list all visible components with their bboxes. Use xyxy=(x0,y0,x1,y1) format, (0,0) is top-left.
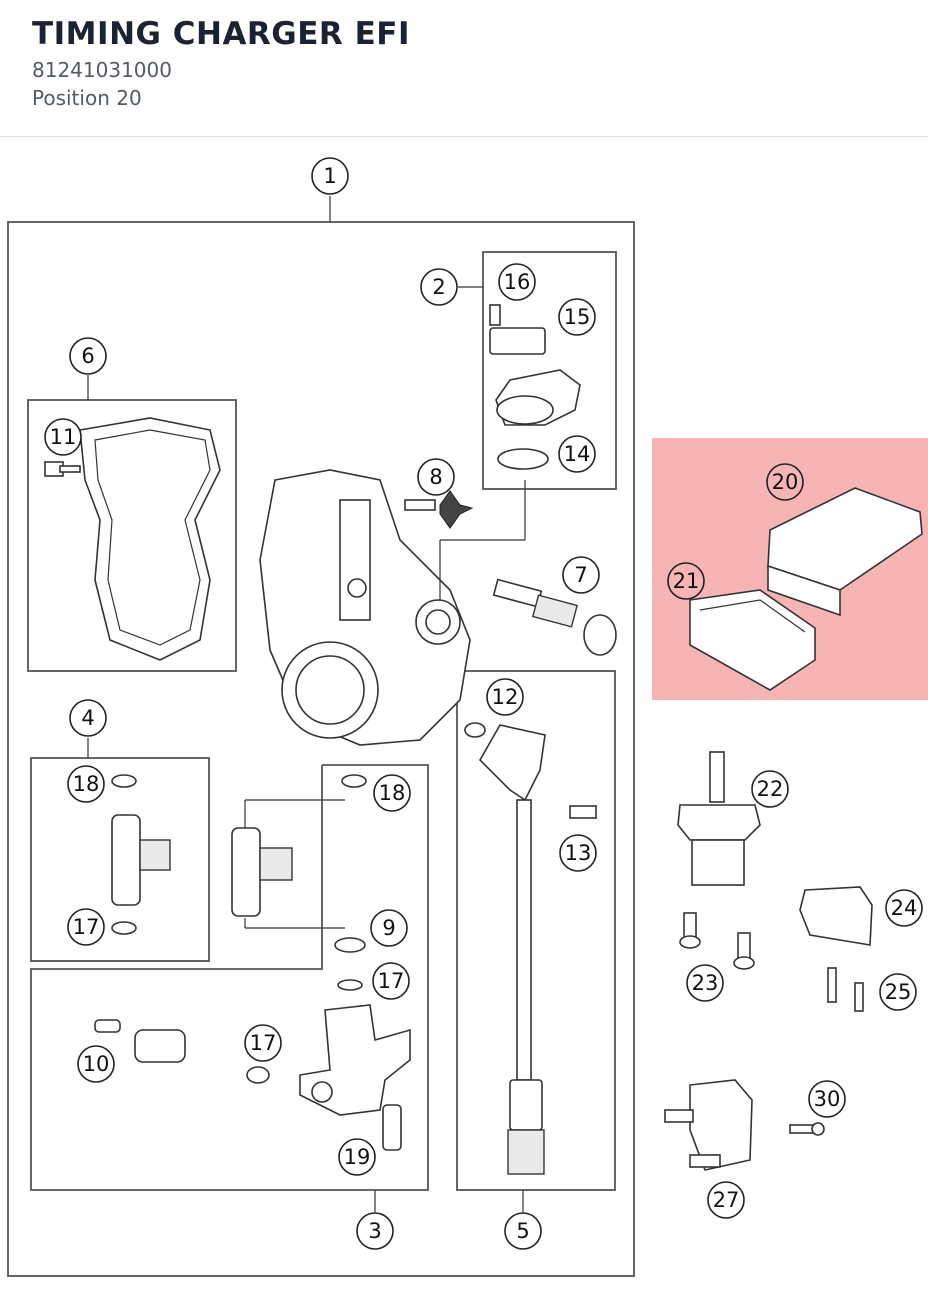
svg-text:20: 20 xyxy=(772,470,799,494)
switch-27 xyxy=(664,1079,753,1171)
callout-14[interactable]: 14 xyxy=(558,435,596,473)
callout-17-left[interactable]: 17 xyxy=(67,908,105,946)
ecu-cover-21[interactable] xyxy=(689,589,816,691)
callout-18-left[interactable]: 18 xyxy=(67,765,105,803)
svg-text:17: 17 xyxy=(73,915,100,939)
callout-5[interactable]: 5 xyxy=(504,1212,542,1250)
callout-11[interactable]: 11 xyxy=(44,418,82,456)
assembly-frame-6 xyxy=(27,399,237,672)
svg-text:8: 8 xyxy=(429,465,442,489)
svg-text:6: 6 xyxy=(81,344,94,368)
injector-assembly-4 xyxy=(111,774,171,935)
throttle-cover xyxy=(44,417,221,661)
position-label: Position 20 xyxy=(32,86,142,110)
svg-text:1: 1 xyxy=(323,164,336,188)
svg-text:27: 27 xyxy=(713,1188,740,1212)
callout-21[interactable]: 21 xyxy=(667,562,705,600)
callout-24[interactable]: 24 xyxy=(885,889,923,927)
svg-text:13: 13 xyxy=(565,841,592,865)
injector-center xyxy=(231,774,367,929)
callout-3[interactable]: 3 xyxy=(356,1212,394,1250)
callout-22[interactable]: 22 xyxy=(751,770,789,808)
svg-text:11: 11 xyxy=(50,425,77,449)
svg-text:15: 15 xyxy=(564,305,591,329)
callout-7[interactable]: 7 xyxy=(562,556,600,594)
svg-text:25: 25 xyxy=(885,980,912,1004)
callout-25[interactable]: 25 xyxy=(879,973,917,1011)
spring-screws-23 xyxy=(679,912,755,970)
callout-16[interactable]: 16 xyxy=(498,263,536,301)
callout-10[interactable]: 10 xyxy=(77,1045,115,1083)
callout-9[interactable]: 9 xyxy=(370,909,408,947)
svg-text:10: 10 xyxy=(83,1052,110,1076)
callout-2[interactable]: 2 xyxy=(420,268,458,306)
relay-24 xyxy=(799,886,873,946)
assembly-frame-1 xyxy=(7,221,635,1277)
callout-19[interactable]: 19 xyxy=(338,1138,376,1176)
svg-text:2: 2 xyxy=(432,275,445,299)
throttle-body xyxy=(259,469,471,746)
exploded-parts-diagram: 1 2 16 15 14 6 11 8 7 12 4 18 18 13 17 9… xyxy=(7,157,928,1277)
sensor-22 xyxy=(677,751,761,886)
svg-text:5: 5 xyxy=(516,1219,529,1243)
part-number: 81241031000 xyxy=(32,58,172,82)
callout-1[interactable]: 1 xyxy=(311,157,349,195)
ecu-unit-20[interactable] xyxy=(767,487,923,617)
assembly-frame-3 xyxy=(30,764,429,1191)
bolts-25 xyxy=(827,967,864,1012)
svg-text:22: 22 xyxy=(757,777,784,801)
assembly-frame-4 xyxy=(30,757,210,962)
svg-text:17: 17 xyxy=(378,969,405,993)
callout-12[interactable]: 12 xyxy=(486,678,524,716)
svg-text:24: 24 xyxy=(891,896,918,920)
svg-text:18: 18 xyxy=(73,772,100,796)
stepper-motor xyxy=(492,578,617,656)
bolt-30 xyxy=(789,1122,825,1136)
svg-text:23: 23 xyxy=(692,971,719,995)
part-title: TIMING CHARGER EFI xyxy=(32,16,410,52)
callout-18-center[interactable]: 18 xyxy=(373,774,411,812)
callout-8[interactable]: 8 xyxy=(417,458,455,496)
callout-20[interactable]: 20 xyxy=(766,463,804,501)
svg-text:3: 3 xyxy=(368,1219,381,1243)
callout-27[interactable]: 27 xyxy=(707,1181,745,1219)
sensor-cable xyxy=(464,722,597,1175)
callout-23[interactable]: 23 xyxy=(686,964,724,1002)
throttle-position-sensor xyxy=(489,304,581,470)
callout-15[interactable]: 15 xyxy=(558,298,596,336)
svg-text:18: 18 xyxy=(379,781,406,805)
svg-text:12: 12 xyxy=(492,685,519,709)
assembly-frame-5 xyxy=(456,670,616,1191)
svg-text:17: 17 xyxy=(250,1031,277,1055)
assembly-frame-2 xyxy=(482,251,617,490)
callout-17-right[interactable]: 17 xyxy=(372,962,410,1000)
callout-4[interactable]: 4 xyxy=(69,699,107,737)
svg-text:19: 19 xyxy=(344,1145,371,1169)
idle-actuator xyxy=(404,490,474,529)
svg-text:7: 7 xyxy=(574,563,587,587)
svg-text:4: 4 xyxy=(81,706,94,730)
svg-text:21: 21 xyxy=(673,569,700,593)
page-header: TIMING CHARGER EFI 81241031000 Position … xyxy=(0,0,928,137)
svg-text:16: 16 xyxy=(504,270,531,294)
callout-30[interactable]: 30 xyxy=(808,1080,846,1118)
callout-17-center[interactable]: 17 xyxy=(244,1024,282,1062)
svg-text:14: 14 xyxy=(564,442,591,466)
svg-text:30: 30 xyxy=(814,1087,841,1111)
callout-6[interactable]: 6 xyxy=(69,337,107,375)
pressure-regulator-assembly xyxy=(94,937,411,1151)
callout-13[interactable]: 13 xyxy=(559,834,597,872)
svg-text:9: 9 xyxy=(382,916,395,940)
